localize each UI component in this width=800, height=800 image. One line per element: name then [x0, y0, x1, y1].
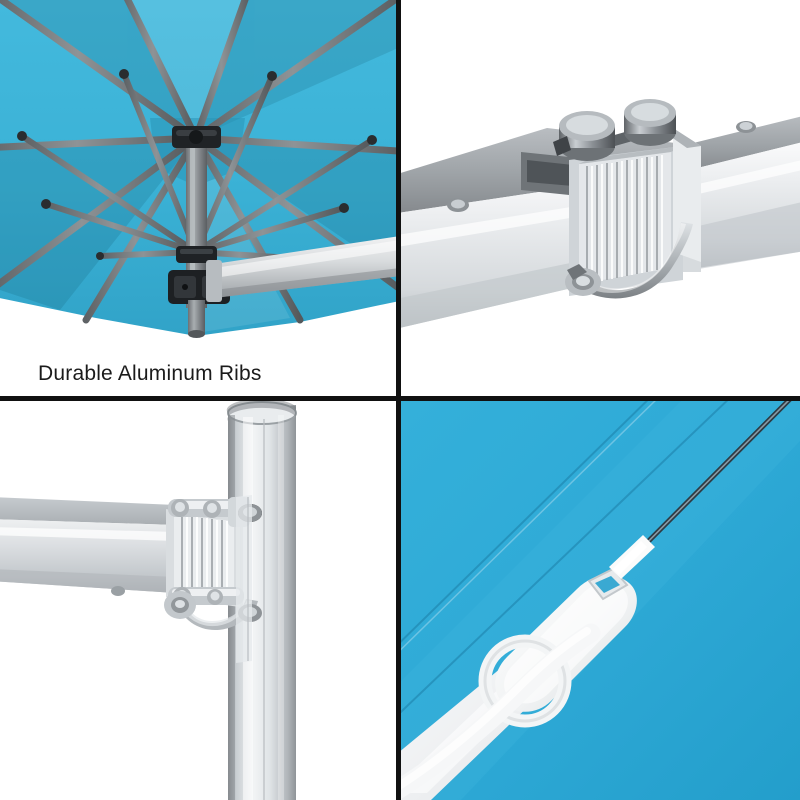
caption-durable-aluminum-ribs: Durable Aluminum Ribs: [38, 362, 262, 385]
locking-knobs: [553, 99, 676, 161]
grid-divider-horizontal: [0, 396, 800, 401]
release-lever: [565, 222, 693, 299]
zipper-pull-illustration: [401, 401, 800, 800]
horizontal-arm: [0, 497, 176, 596]
adjustable-pole-hinge-illustration: [401, 0, 800, 396]
runner-collar: [176, 246, 217, 263]
chain-end-cap: [609, 535, 655, 579]
cord: [401, 623, 601, 800]
zipper-pull-ring: [478, 634, 572, 728]
panel-convenient-zipper[interactable]: Convenient Zipper: [401, 401, 800, 800]
cantilever-arm: [206, 236, 396, 302]
right-arm-segment: [673, 116, 800, 272]
slider-eyelet: [587, 567, 629, 601]
panel-high-strength-adjustable-pole[interactable]: High Strength Adjustable Pole: [401, 0, 800, 396]
firm-connection-illustration: [0, 401, 396, 800]
upper-hub: [172, 126, 221, 148]
hinge-housing: [569, 128, 701, 296]
umbrella-underside-illustration: [0, 0, 396, 396]
panel-durable-aluminum-ribs[interactable]: Durable Aluminum Ribs: [0, 0, 396, 396]
panel-firm-connection[interactable]: Firm Connection: [0, 401, 396, 800]
